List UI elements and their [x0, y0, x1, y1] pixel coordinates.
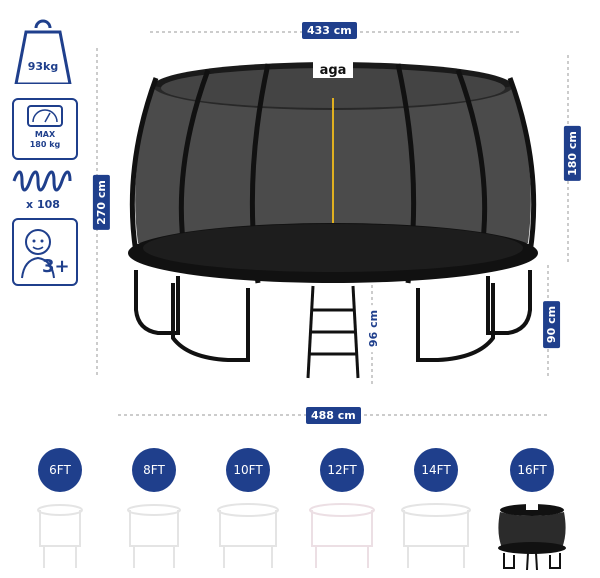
net-height-badge: 180 cm — [563, 126, 581, 181]
size-button-14ft[interactable]: 14FT — [414, 448, 458, 492]
total-height-badge: 270 cm — [92, 175, 110, 230]
max-label: MAX — [34, 130, 56, 139]
thumbnail-12ft — [309, 503, 375, 568]
size-button-16ft[interactable]: 16FT — [510, 448, 554, 492]
trampoline-image: aga — [128, 60, 538, 379]
child-icon: 3+ — [12, 218, 78, 286]
logo-text: aga — [320, 63, 347, 78]
top-width-badge: 433 cm — [302, 22, 357, 39]
bottom-width-badge: 488 cm — [306, 407, 361, 424]
scale-icon: MAX 180 kg — [12, 98, 78, 160]
thumbnail-16ft — [498, 504, 566, 571]
size-button-10ft[interactable]: 10FT — [226, 448, 270, 492]
thumbnail-10ft — [217, 503, 279, 568]
thumbnail-8ft — [127, 504, 181, 568]
size-button-6ft[interactable]: 6FT — [38, 448, 82, 492]
springs-count: x 108 — [26, 198, 60, 211]
size-thumbnails — [37, 503, 566, 571]
size-button-8ft[interactable]: 8FT — [132, 448, 176, 492]
size-button-12ft[interactable]: 12FT — [320, 448, 364, 492]
thumbnail-6ft — [37, 504, 83, 568]
max-value: 180 kg — [29, 140, 61, 149]
weight-label: 93kg — [27, 60, 59, 73]
age-label: 3+ — [42, 256, 70, 277]
spring-icon — [10, 168, 76, 198]
thumbnail-14ft — [401, 503, 471, 568]
